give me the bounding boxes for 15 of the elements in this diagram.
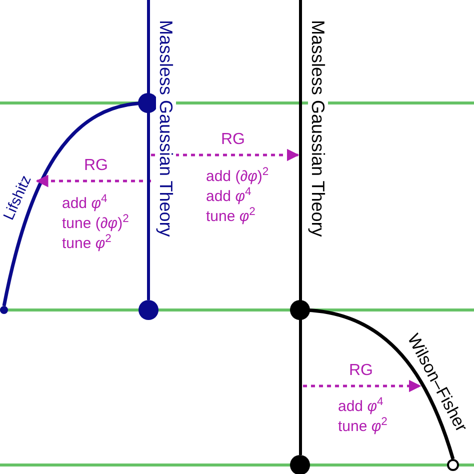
note-text: add φ$^{4}$ [206, 188, 252, 206]
dashed-arrow [151, 148, 300, 162]
flow-curve [290, 300, 455, 460]
note-text: tune (∂φ)$^{2}$ [62, 215, 129, 233]
dashed-arrow [303, 380, 422, 392]
note-text: add (∂φ)$^{2}$ [206, 168, 269, 186]
axis-label: Massless Gaussian Theory [156, 20, 176, 237]
flow-curve [2, 93, 158, 306]
note-text: tune φ$^{2}$ [338, 418, 388, 436]
note-text: add φ$^{4}$ [62, 195, 108, 213]
note-text: add φ$^{4}$ [338, 398, 384, 416]
note-text: tune φ$^{2}$ [62, 235, 112, 253]
note-text: tune φ$^{2}$ [206, 208, 256, 226]
dashed-arrow [36, 174, 151, 188]
axis-label: Massless Gaussian Theory [308, 20, 328, 237]
